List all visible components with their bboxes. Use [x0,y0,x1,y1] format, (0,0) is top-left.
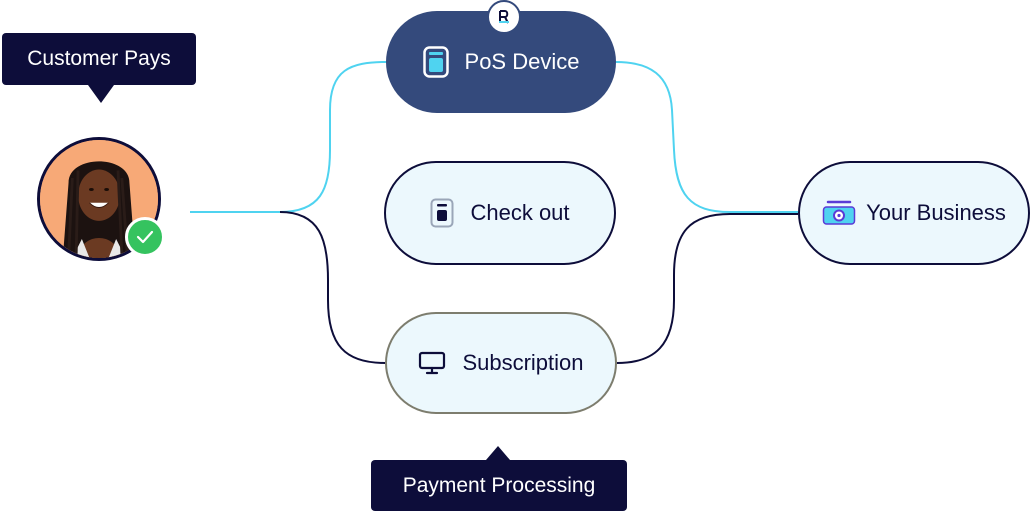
payment-processing-label: Payment Processing [402,473,596,497]
connector-subscription-to-business [616,213,798,364]
money-icon [822,200,856,226]
checkout-node[interactable]: Check out [384,161,616,265]
customer-pays-label: Customer Pays [27,47,171,70]
connector-customer-to-subscription [279,211,386,364]
card-reader-icon [430,198,454,228]
monitor-icon [418,351,446,375]
your-business-label: Your Business [866,200,1006,225]
verified-check-badge [125,217,165,257]
check-icon [136,230,154,244]
connector-pos-to-business [615,61,798,213]
subscription-node[interactable]: Subscription [385,312,617,414]
pos-device-label: PoS Device [464,49,580,74]
customer-pays-callout: Customer Pays [2,33,196,103]
payment-processing-callout: Payment Processing [371,446,627,511]
brand-logo-icon [487,0,521,34]
subscription-label: Subscription [462,350,584,375]
connector-customer-to-pos [190,61,387,213]
your-business-node[interactable]: Your Business [798,161,1030,265]
checkout-label: Check out [470,200,570,225]
pos-terminal-icon [422,46,449,78]
